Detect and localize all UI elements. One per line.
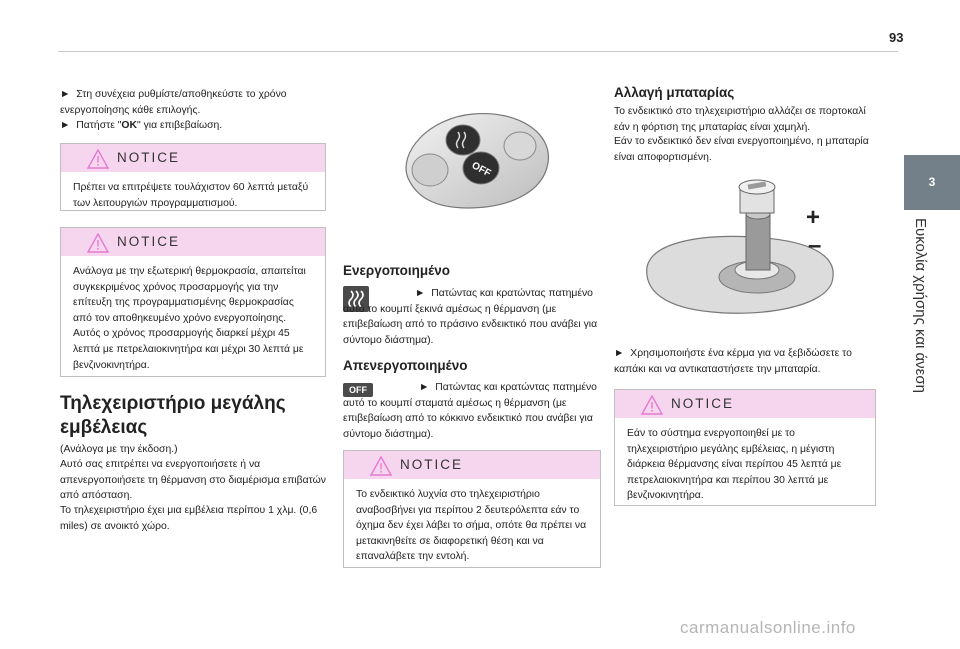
- section-heading-battery: Αλλαγή μπαταρίας: [614, 85, 735, 100]
- section-heading-off: Απενεργοποιημένο: [343, 358, 468, 373]
- top-divider: [58, 51, 898, 52]
- notice-title: NOTICE: [117, 150, 181, 165]
- ok-label: OK: [121, 120, 138, 131]
- notice-box-2: NOTICE Ανάλογα με την εξωτερική θερμοκρα…: [60, 227, 326, 377]
- notice-header: NOTICE: [61, 228, 325, 256]
- arrow-icon: ►: [60, 120, 71, 131]
- off-text: ►Πατώντας και κρατώντας πατημένο αυτό το…: [343, 380, 601, 442]
- step-2-post: " για επιβεβαίωση.: [137, 120, 223, 131]
- notice-header: NOTICE: [61, 144, 325, 172]
- arrow-icon: ►: [60, 89, 71, 100]
- chapter-tab[interactable]: 3: [904, 155, 960, 210]
- page-number: 93: [889, 30, 904, 45]
- arrow-icon: ►: [419, 382, 430, 393]
- remote-control-illustration: OFF: [405, 112, 549, 209]
- body-range: Το τηλεχειριστήριο έχει μια εμβέλεια περ…: [60, 505, 318, 532]
- battery-plus-sign: +: [806, 204, 821, 231]
- battery-step: ►Χρησιμοποιήστε ένα κέρμα για να ξεβιδώσ…: [614, 346, 876, 377]
- notice-box-3: NOTICE Το ενδεικτικό λυχνία στο τηλεχειρ…: [343, 450, 601, 568]
- battery-replacement-illustration: [646, 179, 834, 314]
- notice-title: NOTICE: [671, 396, 735, 411]
- on-text: ►Πατώντας και κρατώντας πατημένο αυτό το…: [343, 286, 601, 348]
- chapter-title-text: Ευκολία χρήσης και άνεση: [912, 218, 929, 393]
- section-heading-on: Ενεργοποιημένο: [343, 263, 450, 278]
- chapter-title: Ευκολία χρήσης και άνεση: [912, 218, 952, 393]
- arrow-icon: ►: [614, 348, 625, 359]
- notice-title: NOTICE: [117, 234, 181, 249]
- notice-box-4: NOTICE Εάν το σύστημα ενεργοποιηθεί με τ…: [614, 389, 876, 506]
- warning-icon: [87, 233, 109, 253]
- watermark: carmanualsonline.info: [680, 618, 856, 637]
- step-2: ► Πατήστε "OK" για επιβεβαίωση.: [60, 118, 328, 134]
- warning-icon: [641, 395, 663, 415]
- notice-body: Ανάλογα με την εξωτερική θερμοκρασία, απ…: [73, 266, 306, 371]
- heater-icon: [343, 286, 369, 312]
- battery-minus-sign: –: [808, 232, 822, 259]
- notice-title: NOTICE: [400, 457, 464, 472]
- notice-header: NOTICE: [615, 390, 875, 418]
- section-heading-long-range-remote: Τηλεχειριστήριο μεγάλης εμβέλειας: [60, 393, 286, 438]
- notice-box-1: NOTICE Πρέπει να επιτρέψετε τουλάχιστον …: [60, 143, 326, 211]
- notice-body: Το ενδεικτικό λυχνία στο τηλεχειριστήριο…: [356, 489, 587, 563]
- off-icon: OFF: [343, 383, 373, 397]
- on-text-body: Πατώντας και κρατώντας πατημένο αυτό το …: [343, 288, 598, 346]
- notice-header: NOTICE: [344, 451, 600, 479]
- warning-icon: [370, 456, 392, 476]
- step-1-text: Στη συνέχεια ρυθμίστε/αποθηκεύστε το χρό…: [60, 89, 287, 116]
- notice-body: Πρέπει να επιτρέψετε τουλάχιστον 60 λεπτ…: [73, 182, 309, 209]
- warning-icon: [87, 149, 109, 169]
- body-version: (Ανάλογα με την έκδοση.): [60, 444, 178, 455]
- body-description: Αυτό σας επιτρέπει να ενεργοποιήσετε ή ν…: [60, 459, 326, 502]
- off-text-body: Πατώντας και κρατώντας πατημένο αυτό το …: [343, 382, 597, 440]
- battery-body-2: Εάν το ενδεικτικό δεν είναι ενεργοποιημέ…: [614, 136, 869, 163]
- arrow-icon: ►: [415, 288, 426, 299]
- battery-step-text: Χρησιμοποιήστε ένα κέρμα για να ξεβιδώσε…: [614, 348, 852, 375]
- battery-body-1: Το ενδεικτικό στο τηλεχειριστήριο αλλάζε…: [614, 106, 866, 133]
- step-2-pre: Πατήστε ": [76, 120, 122, 131]
- notice-body: Εάν το σύστημα ενεργοποιηθεί με το τηλεχ…: [627, 428, 842, 502]
- step-1: ►Στη συνέχεια ρυθμίστε/αποθηκεύστε το χρ…: [60, 87, 328, 118]
